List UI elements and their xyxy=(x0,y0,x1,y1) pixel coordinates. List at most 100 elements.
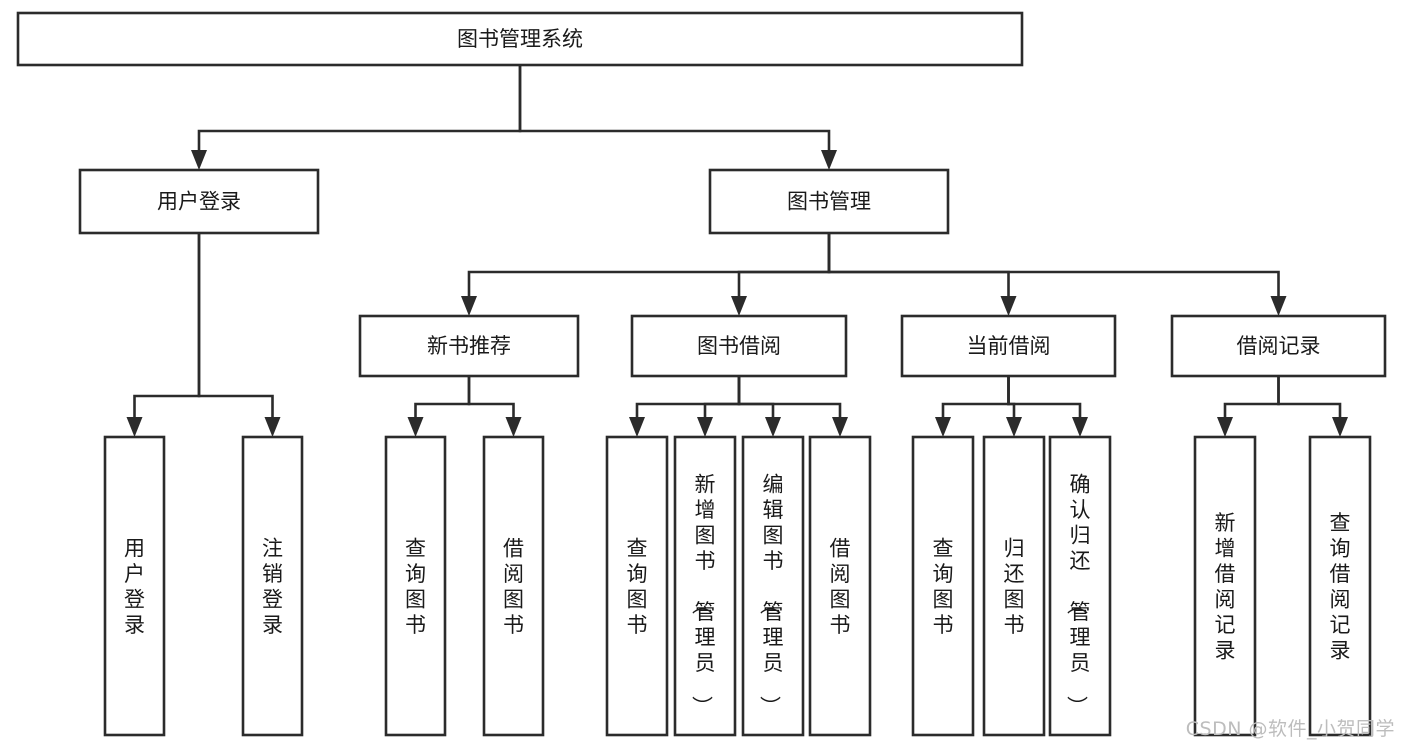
connector-book_manage-to-book_borrow xyxy=(731,233,831,316)
connector-line xyxy=(1007,376,1082,417)
connector-borrow_record-to-leaf_add_record xyxy=(1217,376,1280,437)
node-label: 用户登录 xyxy=(124,536,145,637)
node-box[interactable] xyxy=(630,314,848,378)
connector-current_borrow-to-leaf_confirm_return xyxy=(1007,376,1088,437)
connector-line xyxy=(518,65,831,150)
edges-layer xyxy=(126,65,1348,437)
node-label: 图书管理系统 xyxy=(457,27,583,51)
arrowhead-icon xyxy=(1270,296,1287,316)
connector-new_book_rec-to-leaf_borrow_book_a xyxy=(467,376,522,437)
node-label: 查询图书 xyxy=(405,536,426,637)
connector-line xyxy=(1277,376,1342,417)
node-box[interactable] xyxy=(16,11,1024,67)
node-label: 新书推荐 xyxy=(427,334,511,358)
node-leaf-add-book[interactable]: 新增图书（管理员） xyxy=(673,435,737,737)
node-label: 借阅记录 xyxy=(1237,334,1321,358)
connector-line xyxy=(737,376,842,417)
node-box[interactable] xyxy=(358,314,580,378)
node-box[interactable] xyxy=(1308,435,1372,737)
node-label: 查询借阅记录 xyxy=(1330,511,1351,663)
arrowhead-icon xyxy=(765,417,781,437)
node-box[interactable] xyxy=(708,168,950,235)
connector-borrow_record-to-leaf_query_record xyxy=(1277,376,1348,437)
arrowhead-icon xyxy=(1006,417,1022,437)
node-leaf-query-book-a[interactable]: 查询图书 xyxy=(384,435,447,737)
connector-new_book_rec-to-leaf_query_book_a xyxy=(407,376,471,437)
arrowhead-icon xyxy=(1217,417,1233,437)
node-box[interactable] xyxy=(673,435,737,737)
connector-book_manage-to-current_borrow xyxy=(827,233,1017,316)
arrowhead-icon xyxy=(935,417,951,437)
node-leaf-confirm-return[interactable]: 确认归还（管理员） xyxy=(1048,435,1112,737)
connector-line xyxy=(737,233,831,296)
node-box[interactable] xyxy=(1048,435,1112,737)
node-leaf-logout[interactable]: 注销登录 xyxy=(241,435,304,737)
connector-line xyxy=(133,233,201,417)
node-book-borrow[interactable]: 图书借阅 xyxy=(630,314,848,378)
arrowhead-icon xyxy=(264,417,281,437)
arrowhead-icon xyxy=(629,417,645,437)
node-leaf-add-record[interactable]: 新增借阅记录 xyxy=(1193,435,1257,737)
node-label: 归还图书 xyxy=(1004,536,1025,637)
node-label: 新增借阅记录 xyxy=(1215,511,1236,663)
node-leaf-query-book-b[interactable]: 查询图书 xyxy=(605,435,669,737)
connector-book_borrow-to-leaf_query_book_b xyxy=(629,376,741,437)
connector-book_manage-to-new_book_rec xyxy=(461,233,831,316)
node-box[interactable] xyxy=(900,314,1117,378)
node-box[interactable] xyxy=(1193,435,1257,737)
node-leaf-return-book[interactable]: 归还图书 xyxy=(982,435,1046,737)
node-box[interactable] xyxy=(1170,314,1387,378)
connector-book_manage-to-borrow_record xyxy=(827,233,1287,316)
node-box[interactable] xyxy=(241,435,304,737)
node-box[interactable] xyxy=(482,435,545,737)
node-box[interactable] xyxy=(384,435,447,737)
node-leaf-query-book-c[interactable]: 查询图书 xyxy=(911,435,975,737)
connector-current_borrow-to-leaf_query_book_c xyxy=(935,376,1010,437)
node-label: 注销登录 xyxy=(262,536,283,637)
node-box[interactable] xyxy=(911,435,975,737)
node-current-borrow[interactable]: 当前借阅 xyxy=(900,314,1117,378)
node-box[interactable] xyxy=(605,435,669,737)
arrowhead-icon xyxy=(505,417,522,437)
node-label: 借阅图书 xyxy=(830,536,851,637)
node-new-book-rec[interactable]: 新书推荐 xyxy=(358,314,580,378)
connector-line xyxy=(414,376,471,417)
connector-line xyxy=(635,376,741,417)
connector-root-to-user_login xyxy=(191,65,522,170)
connector-user_login-to-leaf_user_login xyxy=(126,233,201,437)
connector-user_login-to-leaf_logout xyxy=(197,233,281,437)
arrowhead-icon xyxy=(126,417,143,437)
arrowhead-icon xyxy=(1072,417,1088,437)
arrowhead-icon xyxy=(697,417,713,437)
connector-line xyxy=(1223,376,1280,417)
node-leaf-borrow-book-b[interactable]: 借阅图书 xyxy=(808,435,872,737)
connector-book_borrow-to-leaf_edit_book xyxy=(737,376,781,437)
arrowhead-icon xyxy=(821,150,837,170)
node-box[interactable] xyxy=(103,435,166,737)
connector-line xyxy=(827,233,1280,296)
node-leaf-query-record[interactable]: 查询借阅记录 xyxy=(1308,435,1372,737)
connector-book_borrow-to-leaf_borrow_book_b xyxy=(737,376,848,437)
connector-line xyxy=(737,376,775,417)
node-box[interactable] xyxy=(982,435,1046,737)
arrowhead-icon xyxy=(461,296,477,316)
node-leaf-user-login[interactable]: 用户登录 xyxy=(103,435,166,737)
arrowhead-icon xyxy=(832,417,848,437)
node-leaf-edit-book[interactable]: 编辑图书（管理员） xyxy=(741,435,805,737)
node-label: 编辑图书（管理员） xyxy=(758,473,784,717)
node-box[interactable] xyxy=(808,435,872,737)
connector-line xyxy=(197,65,522,150)
node-borrow-record[interactable]: 借阅记录 xyxy=(1170,314,1387,378)
node-leaf-borrow-book-a[interactable]: 借阅图书 xyxy=(482,435,545,737)
node-label: 借阅图书 xyxy=(503,536,524,637)
node-root[interactable]: 图书管理系统 xyxy=(16,11,1024,67)
node-book-manage[interactable]: 图书管理 xyxy=(708,168,950,235)
connector-line xyxy=(197,233,274,417)
node-box[interactable] xyxy=(78,168,320,235)
node-box[interactable] xyxy=(741,435,805,737)
arrowhead-icon xyxy=(1332,417,1348,437)
node-label: 查询图书 xyxy=(627,536,648,637)
connector-line xyxy=(467,233,831,296)
node-user-login[interactable]: 用户登录 xyxy=(78,168,320,235)
